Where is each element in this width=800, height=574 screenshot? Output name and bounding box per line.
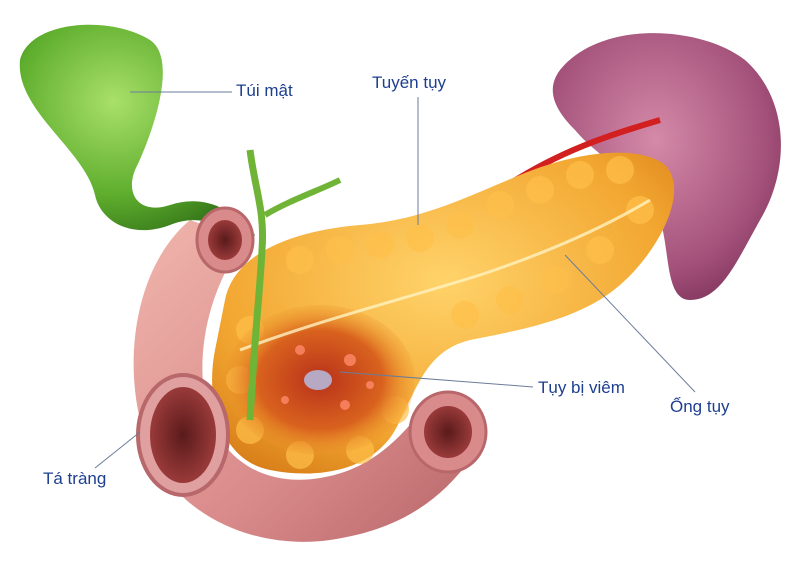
spleen-shape bbox=[552, 33, 781, 300]
gallbladder-shape bbox=[19, 24, 256, 245]
pancreatic-duct bbox=[239, 198, 651, 352]
leader-lines bbox=[94, 91, 696, 469]
label-duodenum: Tá tràng bbox=[43, 469, 107, 488]
label-inflamed-pancreas: Tụy bị viêm bbox=[538, 378, 625, 397]
label-pancreas: Tuyến tụy bbox=[372, 73, 447, 92]
label-pancreatic-duct: Ống tụy bbox=[670, 397, 730, 416]
label-gallbladder: Túi mật bbox=[236, 81, 293, 100]
